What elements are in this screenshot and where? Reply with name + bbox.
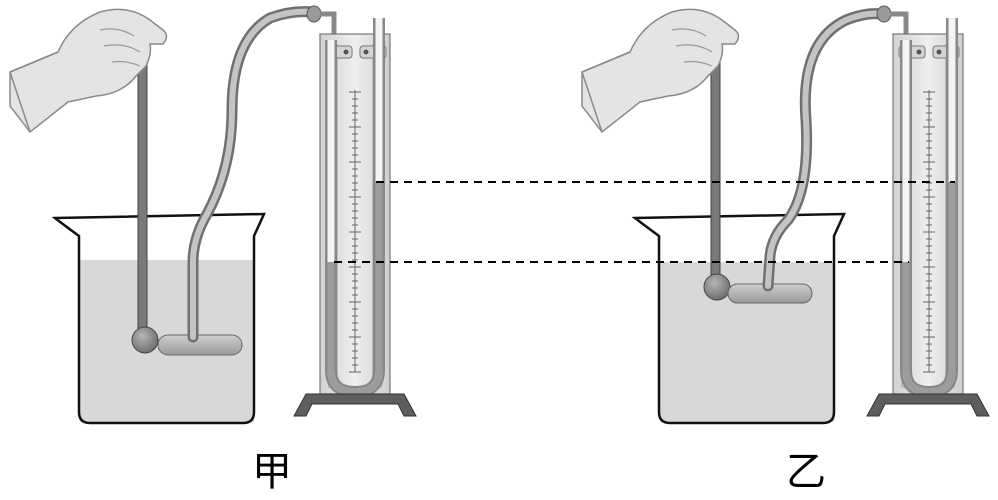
probe-rod-left xyxy=(137,57,148,334)
stand-base-left xyxy=(293,393,417,417)
tube-coupler-left xyxy=(306,5,322,23)
probe-knob-right xyxy=(703,273,731,301)
hand-right xyxy=(581,8,740,134)
manometer-left xyxy=(293,18,417,417)
rubber-tube-right xyxy=(762,8,888,292)
label-right: 乙 xyxy=(786,449,826,495)
beaker-left xyxy=(51,212,266,425)
scale-ticks-left xyxy=(349,91,361,373)
pressure-pad-left xyxy=(157,334,243,356)
stand-base-right xyxy=(866,393,990,417)
manometer-right xyxy=(866,18,990,417)
setup-right xyxy=(581,5,990,425)
label-left: 甲 xyxy=(252,449,292,495)
probe-rod-right xyxy=(710,57,721,277)
hand-left xyxy=(9,8,168,134)
beaker-right xyxy=(631,212,846,425)
setup-left xyxy=(9,5,417,425)
scale-ticks-right xyxy=(923,91,935,373)
probe-knob-left xyxy=(131,326,159,354)
tube-coupler-right xyxy=(876,5,892,23)
